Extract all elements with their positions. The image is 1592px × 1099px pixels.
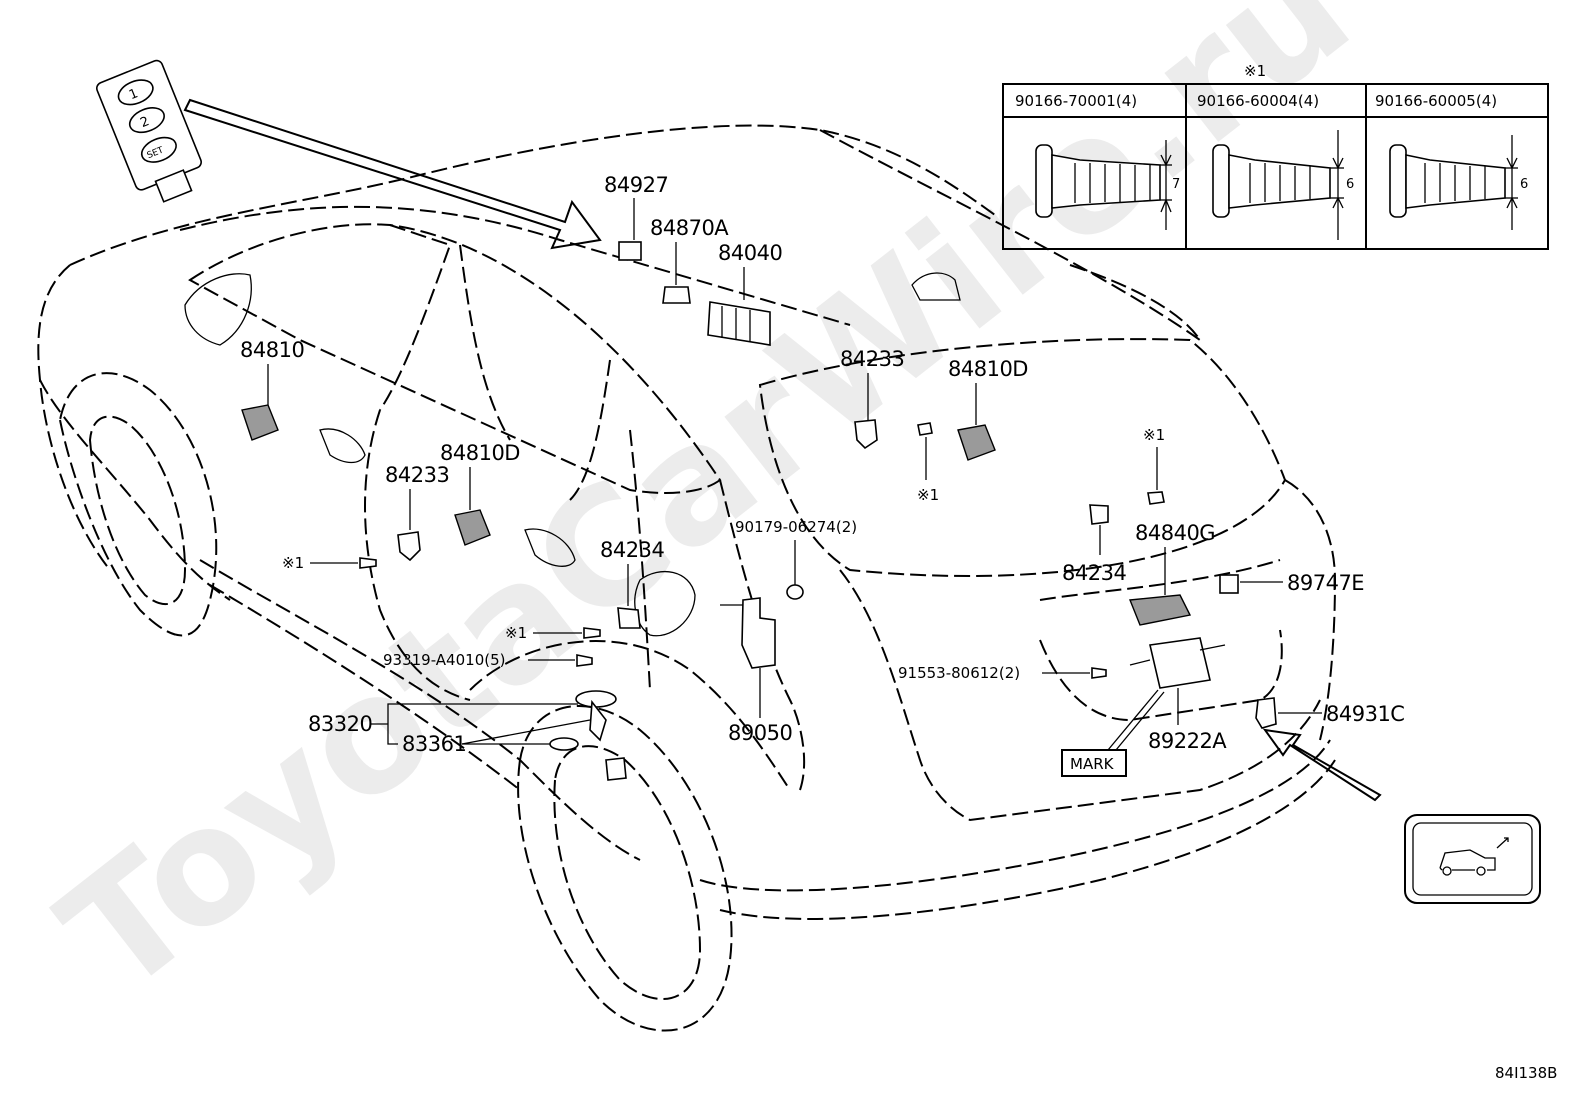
label-84234-right: 84234 — [1062, 561, 1126, 585]
screw-60005: 6 — [1389, 135, 1528, 230]
part-83320 — [575, 690, 617, 708]
label-90179: 90179-06274(2) — [735, 518, 857, 536]
label-83320: 83320 — [308, 712, 372, 736]
table-col3-header: 90166-60005(4) — [1375, 92, 1497, 110]
view-arrow-roof — [183, 98, 602, 250]
label-84234-left: 84234 — [600, 538, 664, 562]
view-arrow-rear — [1262, 728, 1382, 802]
part-90179 — [786, 584, 804, 600]
part-84870A — [662, 286, 691, 304]
part-84840G — [1129, 594, 1192, 626]
part-83361 — [549, 737, 579, 751]
part-89222A — [1149, 637, 1211, 689]
screw-91553 — [1091, 667, 1107, 679]
label-83361: 83361 — [402, 732, 466, 756]
part-84233-left — [397, 531, 421, 562]
part-89747E — [1219, 574, 1239, 594]
part-84810 — [241, 404, 279, 441]
table-col2-header: 90166-60004(4) — [1197, 92, 1319, 110]
part-84233-right — [854, 419, 878, 450]
screw-60004: 6 — [1212, 130, 1354, 240]
label-84810: 84810 — [240, 338, 304, 362]
table-note: ※1 — [1244, 62, 1266, 80]
part-84931C — [1255, 697, 1277, 729]
screw-93319 — [576, 654, 593, 667]
mark-label: MARK — [1070, 755, 1115, 773]
label-84870A: 84870A — [650, 216, 729, 240]
screw-right-upper — [917, 422, 933, 436]
note-right-upper: ※1 — [917, 486, 939, 504]
label-93319: 93319-A4010(5) — [383, 651, 505, 669]
screw-70001: 7 — [1035, 140, 1180, 230]
diagram-code: 84I138B — [1495, 1064, 1557, 1082]
note-right-far: ※1 — [1143, 426, 1165, 444]
vehicle-outline — [37, 124, 1337, 1032]
label-84927: 84927 — [604, 173, 668, 197]
label-84233-left: 84233 — [385, 463, 449, 487]
screw-lower-left — [583, 627, 601, 639]
label-84810D-left: 84810D — [440, 441, 520, 465]
part-89050 — [741, 597, 776, 669]
screw-right-far — [1147, 491, 1165, 505]
label-91553: 91553-80612(2) — [898, 664, 1020, 682]
label-84840G: 84840G — [1135, 521, 1215, 545]
note-left-door: ※1 — [282, 554, 304, 572]
part-84234-right — [1089, 504, 1109, 525]
table-col1-header: 90166-70001(4) — [1015, 92, 1137, 110]
label-84233-right: 84233 — [840, 347, 904, 371]
part-84040 — [707, 301, 771, 346]
screw-70001-dim: 7 — [1172, 177, 1180, 192]
screw-60004-dim: 6 — [1346, 177, 1354, 192]
screw-left-door — [359, 557, 377, 569]
screw-table: ※1 90166-70001(4) 90166-60004(4) 90166-6… — [1002, 62, 1549, 250]
part-84810D-right — [957, 424, 996, 461]
part-84234-left — [617, 607, 641, 629]
note-lower-left: ※1 — [505, 624, 527, 642]
part-84927 — [618, 241, 642, 261]
part-84810D-left — [454, 509, 491, 546]
label-84810D-right: 84810D — [948, 357, 1028, 381]
screw-60005-dim: 6 — [1520, 177, 1528, 192]
back-door-switch-detail — [1404, 814, 1541, 904]
watermark: ToyotaCarWire.ru — [28, 0, 1383, 1030]
label-84040: 84040 — [718, 241, 782, 265]
label-89050: 89050 — [728, 721, 792, 745]
label-84931C: 84931C — [1326, 702, 1404, 726]
mark-box — [1061, 749, 1127, 777]
memory-switch-panel: 1 2 SET — [96, 59, 202, 203]
label-89222A: 89222A — [1148, 729, 1227, 753]
label-89747E: 89747E — [1287, 571, 1364, 595]
